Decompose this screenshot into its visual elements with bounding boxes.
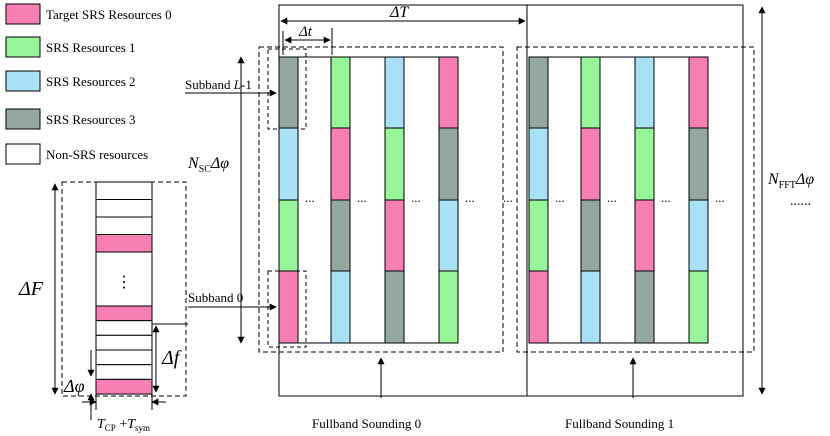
subband-bottom-label: Subband 0 <box>188 290 243 305</box>
stack-cell-non_srs <box>95 216 153 235</box>
grid-cell-srs1 <box>438 270 459 344</box>
nfft-label: NFFTΔφ <box>767 171 814 191</box>
legend-label-non-srs: Non-SRS resources <box>46 147 148 162</box>
stack-cell-target <box>95 234 153 253</box>
dots-g1-a: ... <box>555 190 565 205</box>
dots-g1-c: ... <box>661 190 671 205</box>
legend-label-srs2: SRS Resources 2 <box>46 74 136 89</box>
dots-g0-b: ... <box>357 190 367 205</box>
legend: Target SRS Resources 0 SRS Resources 1 S… <box>5 3 172 165</box>
nsc-label: NSCΔφ <box>187 155 229 175</box>
legend-item-srs1: SRS Resources 1 <box>5 36 136 58</box>
grid-cell-srs3 <box>384 270 405 344</box>
stack-cell-non_srs <box>95 181 153 200</box>
grid-cell-srs2 <box>384 56 405 129</box>
grid-cell-target <box>384 199 405 272</box>
nfft-dots: ...... <box>790 194 811 209</box>
grid-cell-srs2 <box>528 127 549 201</box>
grid-cell-target <box>528 270 549 344</box>
grid-cell-target <box>634 199 655 272</box>
stack-vdots: ⋮ <box>116 274 132 291</box>
legend-label-srs3: SRS Resources 3 <box>46 112 136 127</box>
t-label: TCP +Tsym <box>97 417 150 433</box>
grid-cell-srs2 <box>688 199 709 272</box>
grid-cell-srs1 <box>688 270 709 344</box>
grid-cell-srs3 <box>634 270 655 344</box>
legend-swatch-srs1 <box>5 36 41 58</box>
legend-item-target: Target SRS Resources 0 <box>5 3 172 25</box>
legend-swatch-srs2 <box>5 70 41 92</box>
grid-cell-srs1 <box>634 127 655 201</box>
group1-dashed-frame <box>516 46 755 353</box>
legend-swatch-non-srs <box>5 143 41 165</box>
legend-swatch-srs3 <box>5 108 41 130</box>
grid-cell-srs3 <box>688 127 709 201</box>
legend-item-srs2: SRS Resources 2 <box>5 70 136 92</box>
dots-g1-b: ... <box>607 190 617 205</box>
grid-cell-srs3 <box>438 127 459 201</box>
sounding1-label: Fullband Sounding 1 <box>565 416 674 431</box>
legend-item-non-srs: Non-SRS resources <box>5 143 148 165</box>
grid-cell-srs1 <box>384 127 405 201</box>
dots-g0-d: ... <box>465 190 475 205</box>
dots-between-frames: ... <box>503 190 513 205</box>
subband-top-label: Subband L-1 <box>185 77 252 92</box>
grid-cell-srs2 <box>278 127 299 201</box>
dots-g0-a: ... <box>305 190 315 205</box>
grid-cell-srs2 <box>330 270 351 344</box>
stack-cell-non_srs <box>95 199 153 218</box>
stack-bottom-cells <box>95 305 153 395</box>
grid-cell-srs3 <box>580 199 601 272</box>
stack-dashed-frame <box>61 181 187 397</box>
grid-cell-srs2 <box>580 270 601 344</box>
grid-cell-srs2 <box>634 56 655 129</box>
group0-dashed-frame <box>258 46 504 353</box>
grid-cell-target <box>438 56 459 129</box>
sounding0-label: Fullband Sounding 0 <box>312 416 421 431</box>
delta-F-label: ΔF <box>18 278 44 300</box>
legend-label-target: Target SRS Resources 0 <box>46 7 172 22</box>
resource-grid <box>278 56 709 344</box>
grid-cell-target <box>688 56 709 129</box>
legend-item-srs3: SRS Resources 3 <box>5 108 136 130</box>
dots-g0-c: ... <box>411 190 421 205</box>
stack-cell-non_srs <box>95 320 153 336</box>
delta-t-label: Δt <box>298 24 313 40</box>
grid-cell-target <box>580 127 601 201</box>
grid-cell-srs1 <box>528 199 549 272</box>
grid-cell-srs2 <box>438 199 459 272</box>
delta-f-label: Δf <box>161 347 182 369</box>
subband-bottom-highlight <box>267 270 307 348</box>
delta-T-label: ΔT <box>389 4 409 21</box>
stack-cell-target <box>95 378 153 395</box>
grid-cell-srs1 <box>278 199 299 272</box>
grid-cell-srs3 <box>330 199 351 272</box>
grid-cell-srs1 <box>330 56 351 129</box>
stack-cell-target <box>95 305 153 322</box>
legend-swatch-target <box>5 3 41 25</box>
frame-panel: ΔT Δt NSCΔφ NFFTΔφ ...... Subband L-1 Su… <box>185 4 814 431</box>
grid-cell-target <box>330 127 351 201</box>
symbol-stack-panel: ⋮ ΔF Δf Δφ TCP +Tsym <box>18 181 188 433</box>
stack-cell-non_srs <box>95 349 153 366</box>
grid-cell-target <box>278 270 299 344</box>
grid-cell-srs1 <box>580 56 601 129</box>
grid-cell-srs3 <box>528 56 549 129</box>
legend-label-srs1: SRS Resources 1 <box>46 40 136 55</box>
grid-cell-srs3 <box>278 56 299 129</box>
stack-cell-non_srs <box>95 364 153 380</box>
delta-phi-label: Δφ <box>63 376 85 396</box>
dots-g1-d: ... <box>715 190 725 205</box>
stack-cell-non_srs <box>95 334 153 351</box>
